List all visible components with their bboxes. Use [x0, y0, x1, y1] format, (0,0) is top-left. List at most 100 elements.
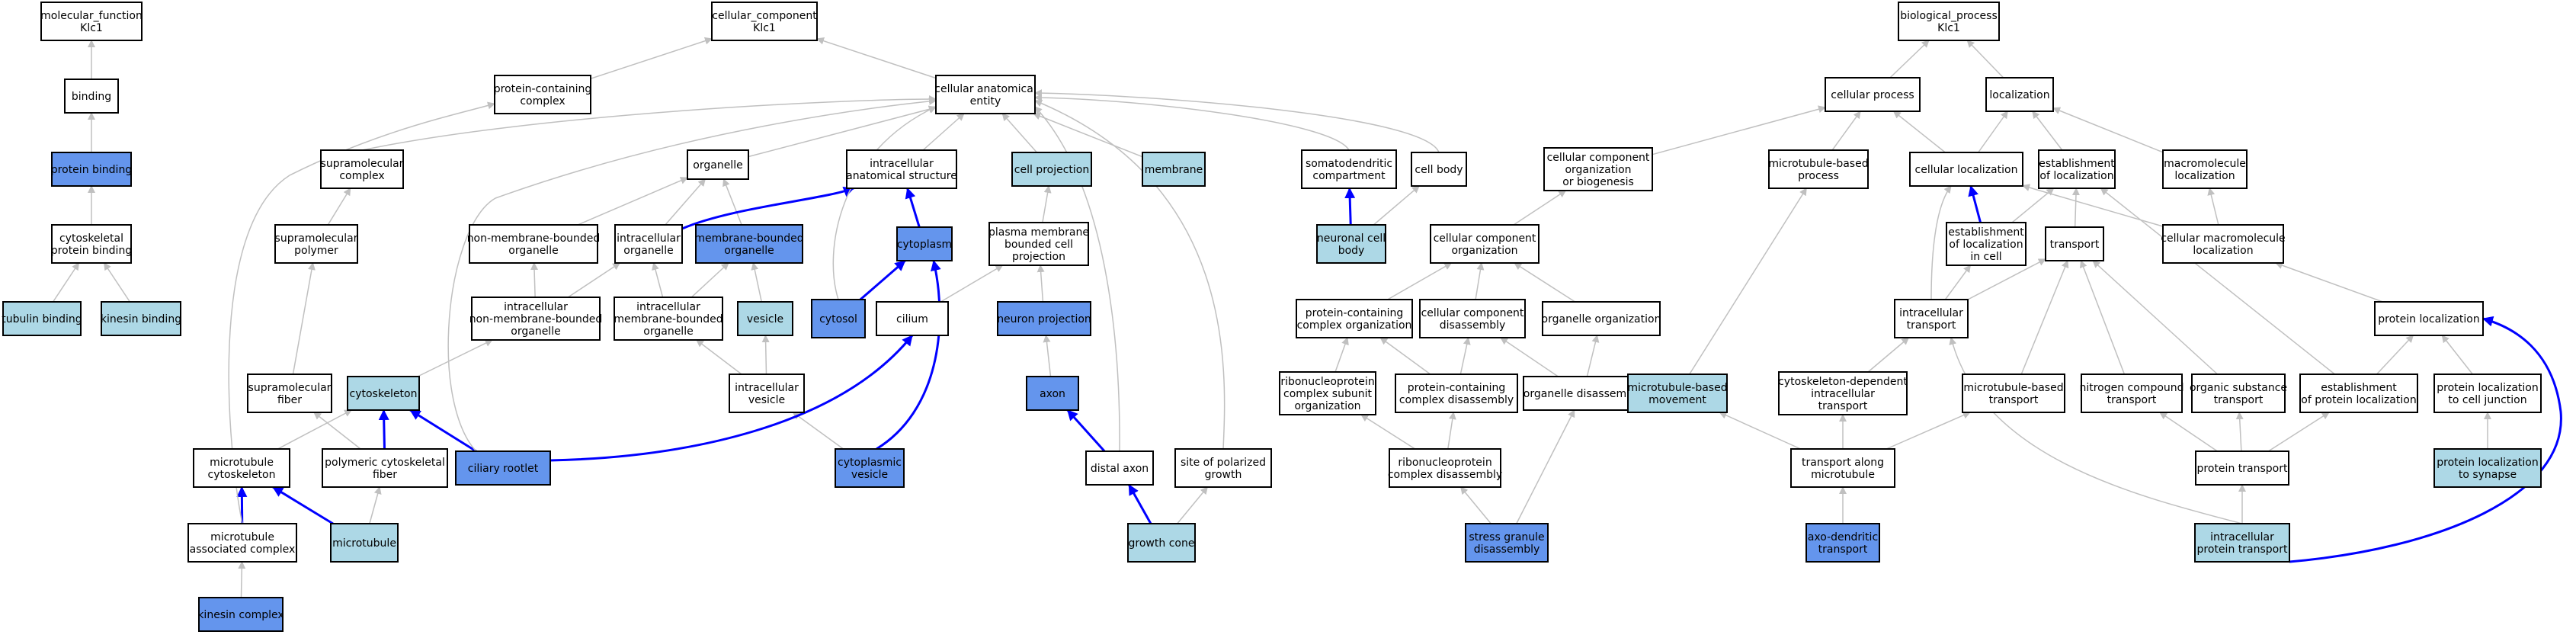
edge-establishment-of-localization-in-cell-to-establishment-of-localization [2011, 188, 2055, 223]
node-label-line: protein transport [2197, 463, 2288, 475]
node-ciliary-rootlet[interactable]: ciliary rootlet [455, 450, 551, 486]
node-neuron-projection[interactable]: neuron projection [997, 301, 1091, 336]
node-label-line: non-membrane-bounded [469, 313, 603, 325]
node-vesicle[interactable]: vesicle [737, 301, 793, 336]
edge-neuronal-cell-body-to-cell-body [1373, 185, 1420, 226]
node-protein-transport[interactable]: protein transport [2195, 450, 2289, 486]
edge-intracellular-transport-to-cellular-localization [1930, 185, 1952, 300]
node-axon[interactable]: axon [1026, 376, 1079, 411]
node-box [811, 299, 866, 338]
edge-tubulin-binding-to-cyto-protein-binding [52, 262, 80, 303]
node-cell-body[interactable]: cell body [1411, 152, 1467, 187]
node-microtubule[interactable]: microtubule [330, 523, 399, 563]
node-cellular-process[interactable]: cellular process [1825, 77, 1921, 112]
node-organelle[interactable]: organelle [687, 149, 749, 180]
node-localization[interactable]: localization [1985, 77, 2054, 112]
node-label-line: of localization [1949, 239, 2023, 251]
edge-distal-axon-to-cellular-anatomical-entity [1034, 106, 1120, 452]
edge-cytoplasm-to-intracellular-anatomical-structure [905, 188, 921, 228]
node-membrane[interactable]: membrane [1142, 152, 1206, 187]
node-box [2194, 523, 2290, 563]
node-box [2433, 374, 2542, 413]
node-kinesin-complex[interactable]: kinesin complex [197, 597, 284, 632]
edge-protein-containing-complex-disassembly-to-cellular-component-disassembly [1459, 337, 1471, 375]
node-tubulin-binding[interactable]: tubulin binding [2, 301, 82, 336]
node-protein-binding[interactable]: protein binding [51, 152, 132, 187]
node-distal-axon[interactable]: distal axon [1085, 450, 1154, 486]
node-kinesin-binding[interactable]: kinesin binding [101, 301, 181, 336]
node-cytosol[interactable]: cytosol [811, 299, 866, 338]
node-growth-cone[interactable]: growth cone [1127, 523, 1196, 563]
edge-protein-localization-to-cellular-macromolecule-localization [2274, 261, 2383, 303]
node-cellular-localization[interactable]: cellular localization [1909, 152, 2023, 187]
node-label-line: protein localization [2437, 457, 2538, 469]
node-box [247, 374, 332, 413]
node-cytoskeleton[interactable]: cytoskeleton [347, 376, 420, 411]
edge-cytoplasmic-vesicle-to-cytoplasm [876, 260, 941, 450]
node-cytoskeleton-dependent-intracellular-transport[interactable]: cytoskeleton-dependentintracellulartrans… [1778, 371, 1908, 415]
node-label-line: complex disassembly [1399, 394, 1514, 406]
node-binding[interactable]: binding [64, 79, 119, 114]
node-transport[interactable]: transport [2045, 226, 2104, 261]
node-cell-projection[interactable]: cell projection [1011, 152, 1092, 187]
edge-microtubule-associated-complex-to-protein-containing-complex [228, 101, 495, 524]
node-intracellular-non-membrane-bounded-organelle[interactable]: intracellularnon-membrane-boundedorganel… [469, 297, 603, 341]
node-organelle-organization[interactable]: organelle organization [1542, 301, 1661, 336]
node-cilium[interactable]: cilium [876, 301, 949, 336]
node-protein-localization[interactable]: protein localization [2374, 301, 2484, 336]
edge-supramolecular-fiber-to-supramolecular-polymer [292, 262, 316, 375]
node-label-line: disassembly [1474, 543, 1540, 556]
node-organelle-disassembly[interactable]: organelle disassembly [1523, 376, 1643, 411]
node-cytoplasm[interactable]: cytoplasm [896, 226, 953, 261]
node-label-line: movement [1648, 394, 1706, 406]
node-label-line: transport [2107, 394, 2157, 406]
